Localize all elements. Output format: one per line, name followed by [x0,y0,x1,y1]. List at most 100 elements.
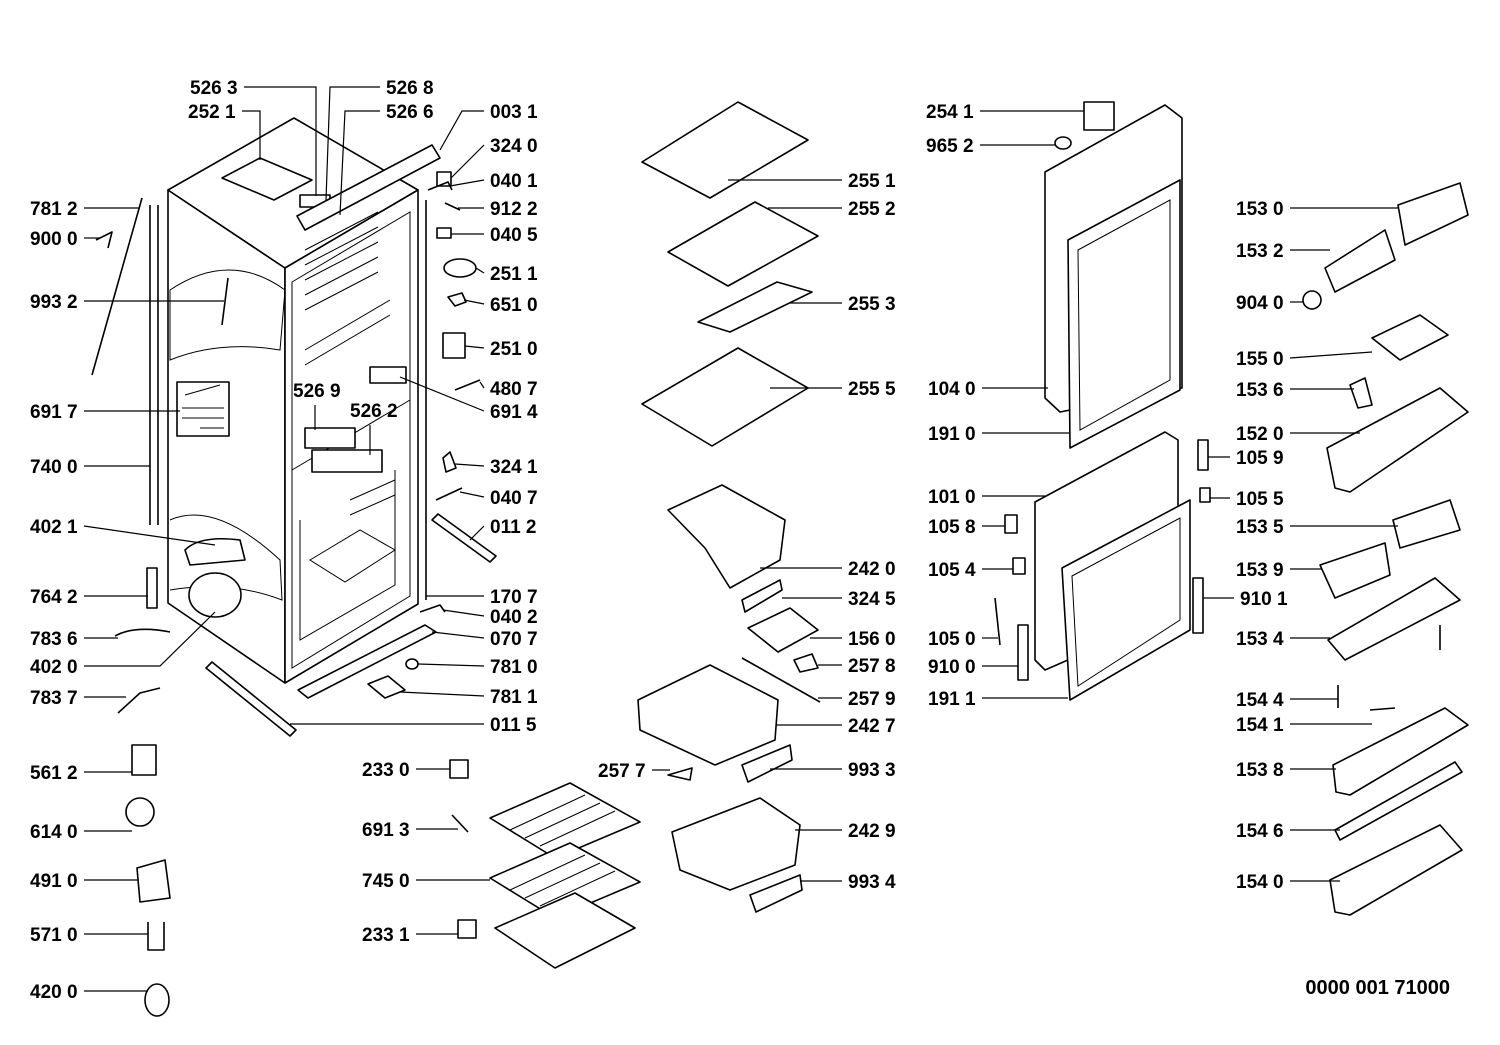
callout-label: 571 0 [30,925,78,946]
callout-label: 255 5 [848,379,896,400]
callout-label: 242 0 [848,559,896,580]
leader-line [325,86,380,201]
callout-label: 324 5 [848,589,896,610]
callout-label: 242 9 [848,821,896,842]
callout-label: 257 9 [848,689,896,710]
callout-label: 783 7 [30,688,78,709]
leader-line [449,179,485,187]
callout-label: 153 8 [1236,760,1284,781]
callout-label: 154 0 [1236,872,1284,893]
crisper-drawers [637,484,821,913]
callout-label: 526 8 [386,78,434,99]
callout-label: 691 3 [362,820,410,841]
callout-label: 153 0 [1236,199,1284,220]
callout-label: 154 6 [1236,821,1284,842]
document-number: 0000 001 71000 [1305,977,1450,999]
callout-label: 614 0 [30,822,78,843]
leader-line [479,381,485,389]
leader-line [463,299,485,305]
callout-label: 691 4 [490,402,538,423]
callout-label: 402 1 [30,517,78,538]
callout-label: 105 4 [928,560,976,581]
callout-label: 153 2 [1236,241,1284,262]
callout-label: 255 1 [848,171,896,192]
leader-line [450,144,485,179]
leader-line [399,691,485,697]
callout-label: 251 1 [490,264,538,285]
callout-label: 904 0 [1236,293,1284,314]
leader-line [399,376,485,412]
callout-label: 242 7 [848,716,896,737]
callout-label: 040 5 [490,225,538,246]
cabinet-top-parts [205,144,497,737]
leader-line [83,525,216,546]
callout-label: 526 3 [190,78,238,99]
leader-line [242,110,261,160]
callout-label: 011 5 [490,715,537,736]
callout-label: 910 0 [928,657,976,678]
callout-label: 040 7 [490,488,538,509]
leader-line [442,609,485,617]
callout-label: 254 1 [926,102,974,123]
callout-label: 651 0 [490,295,538,316]
callout-label: 233 1 [362,925,410,946]
callout-label: 155 0 [1236,349,1284,370]
callout-label: 993 2 [30,292,78,313]
callout-label: 526 6 [386,102,434,123]
callout-label: 154 4 [1236,690,1284,711]
leader-lines [83,86,1398,992]
callout-label: 101 0 [928,487,976,508]
callout-label: 153 5 [1236,517,1284,538]
callout-label: 900 0 [30,229,78,250]
callout-label: 156 0 [848,629,896,650]
callout-label: 781 0 [490,657,538,678]
leader-line [339,110,380,216]
leader-line [464,345,485,349]
leader-line [244,86,317,196]
leader-line [459,491,485,498]
leader-line [431,631,485,639]
callout-label: 764 2 [30,587,78,608]
callout-label: 324 0 [490,136,538,157]
callout-label: 255 2 [848,199,896,220]
leader-line [454,463,485,467]
callout-label: 153 4 [1236,629,1284,650]
callout-label: 783 6 [30,629,78,650]
callout-label: 252 1 [188,102,236,123]
callout-label: 191 0 [928,424,976,445]
callout-label: 153 6 [1236,380,1284,401]
door-bins [1302,182,1469,916]
callout-label: 104 0 [928,379,976,400]
callout-label: 526 2 [350,401,398,422]
callout-label: 257 7 [598,761,646,782]
leader-line [439,110,484,151]
callout-label: 480 7 [490,379,538,400]
callout-label: 003 1 [490,102,538,123]
fridge-doors [994,101,1211,701]
callout-label: 105 0 [928,629,976,650]
callout-label: 257 8 [848,656,896,677]
callout-label: 251 0 [490,339,538,360]
callout-label: 070 7 [490,629,538,650]
callout-label: 420 0 [30,982,78,1003]
leader-line [1289,351,1373,359]
callout-label: 011 2 [490,517,537,538]
cabinet-side-parts [91,197,246,1017]
callout-label: 993 4 [848,872,896,893]
fridge-shelves [641,101,819,447]
callout-label: 105 8 [928,517,976,538]
leader-line [469,525,485,541]
callout-label: 912 2 [490,199,538,220]
callout-label: 993 3 [848,760,896,781]
callout-label: 152 0 [1236,424,1284,445]
callout-label: 781 2 [30,199,78,220]
callout-label: 402 0 [30,657,78,678]
leader-line [475,267,485,274]
callout-label: 040 2 [490,607,538,628]
callout-label: 965 2 [926,136,974,157]
callout-label: 691 7 [30,402,78,423]
callout-label: 154 1 [1236,715,1284,736]
